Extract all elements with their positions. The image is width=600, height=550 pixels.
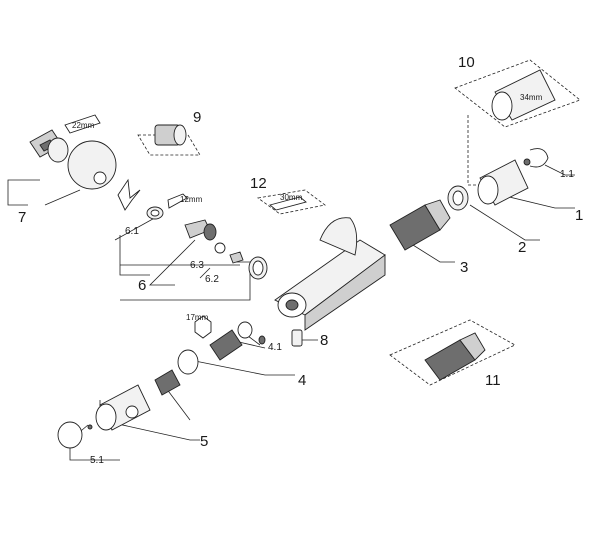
dimension-17mm: 17mm bbox=[186, 313, 209, 322]
dimension-34mm: 34mm bbox=[520, 93, 543, 102]
part-7-wall-connector bbox=[29, 114, 117, 190]
callout-4: 4 bbox=[298, 372, 306, 389]
callout-6-3: 6.3 bbox=[190, 260, 204, 271]
callout-4-1: 4.1 bbox=[268, 342, 282, 353]
dimension-30mm: 30mm bbox=[280, 193, 303, 202]
callout-7: 7 bbox=[18, 209, 26, 226]
callout-6-2: 6.2 bbox=[205, 274, 219, 285]
part-10-sleeve bbox=[491, 69, 556, 121]
callout-12: 12 bbox=[250, 175, 267, 192]
callout-5-1: 5.1 bbox=[90, 455, 104, 466]
part-9-fitting bbox=[154, 124, 187, 146]
callout-3: 3 bbox=[460, 259, 468, 276]
star-washer bbox=[117, 178, 141, 211]
part-1-handle bbox=[477, 159, 529, 206]
callout-6-1: 6.1 bbox=[125, 226, 139, 237]
part-8-connector bbox=[291, 329, 303, 347]
callout-10: 10 bbox=[458, 54, 475, 71]
part-6-connector bbox=[146, 193, 268, 280]
callout-8: 8 bbox=[320, 332, 328, 349]
callout-1: 1 bbox=[575, 207, 583, 224]
part-3-cartridge bbox=[389, 199, 451, 251]
callout-1-1: 1.1 bbox=[560, 169, 574, 180]
callout-11: 11 bbox=[485, 372, 501, 389]
part-2-ring bbox=[447, 185, 469, 211]
mixer-body bbox=[274, 217, 386, 331]
part-5-handle bbox=[95, 349, 199, 431]
dimension-22mm: 22mm bbox=[72, 121, 95, 130]
part-12-wrench bbox=[269, 196, 307, 211]
callout-9: 9 bbox=[193, 109, 201, 126]
callout-2: 2 bbox=[518, 239, 526, 256]
dimension-12mm: 12mm bbox=[180, 195, 203, 204]
part-11-cartridge bbox=[424, 332, 486, 381]
callout-6: 6 bbox=[138, 277, 146, 294]
part-5-1-cap bbox=[57, 421, 93, 449]
part-4-cartridge bbox=[194, 315, 266, 361]
part-1-1-clip bbox=[523, 148, 549, 168]
callout-5: 5 bbox=[200, 433, 208, 450]
